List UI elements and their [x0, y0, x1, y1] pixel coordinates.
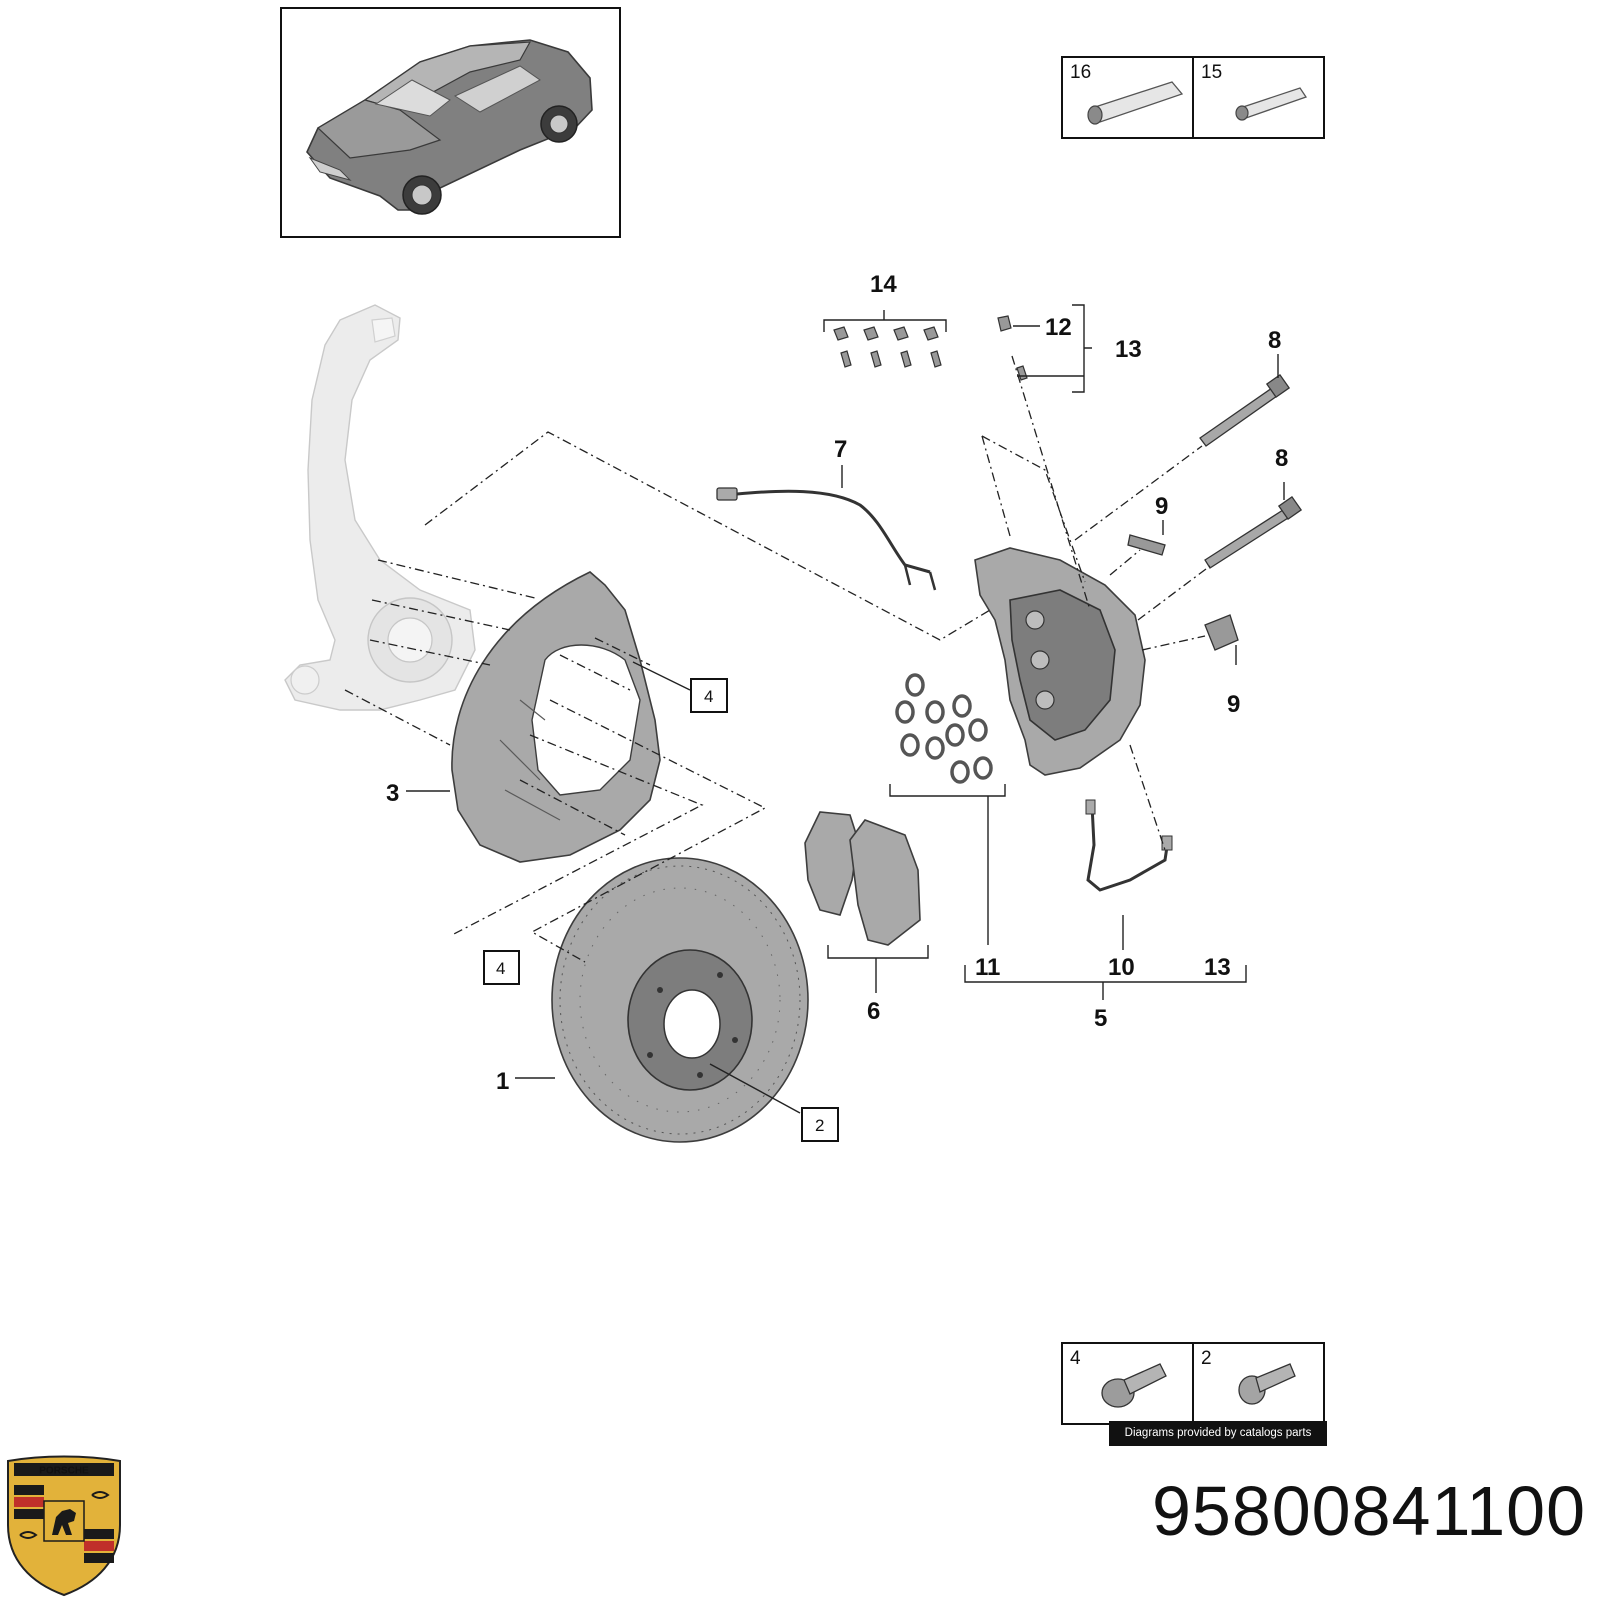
inset-number-4: 4 — [1070, 1348, 1081, 1369]
brake-disc — [551, 857, 809, 1143]
callout-labels: 3 1 7 14 12 13 8 8 9 9 6 11 10 13 5 — [386, 271, 1288, 1095]
callout-7: 7 — [834, 436, 847, 463]
diagram-credit-banner: Diagrams provided by catalogs parts — [1109, 1421, 1327, 1446]
grease-tube-large-icon — [1087, 81, 1184, 125]
consumables-inset: 16 15 — [1061, 56, 1325, 139]
brake-hose — [1085, 799, 1173, 892]
callout-5: 5 — [1094, 1005, 1107, 1032]
brake-pads — [804, 811, 921, 946]
callout-9-top: 9 — [1155, 493, 1168, 520]
caliper-bolts — [1199, 373, 1303, 569]
callout-13-bottom: 13 — [1204, 954, 1231, 981]
ref-box-2: 2 — [815, 1116, 824, 1135]
callout-6: 6 — [867, 998, 880, 1025]
steering-knuckle — [284, 304, 476, 711]
callout-8-bottom: 8 — [1275, 445, 1288, 472]
suv-illustration — [306, 39, 593, 215]
brake-caliper — [974, 547, 1146, 776]
inset-number-16: 16 — [1070, 62, 1091, 83]
leader-lines — [406, 304, 1285, 1114]
countersunk-bolt-icon — [1238, 1363, 1296, 1405]
callout-12: 12 — [1045, 314, 1072, 341]
part-number: 95800841100 — [1151, 1472, 1586, 1550]
brake-dust-shield — [451, 571, 661, 863]
ref-box-4-lower: 4 — [496, 959, 505, 978]
assembly-lines — [344, 355, 1211, 963]
callout-11: 11 — [975, 954, 1000, 981]
crest-wordmark: PORSCHE — [39, 1466, 89, 1477]
reference-boxes: 4 4 2 — [483, 678, 839, 1142]
retaining-clips — [1127, 534, 1239, 651]
grease-tube-small-icon — [1235, 87, 1308, 121]
vehicle-inset — [280, 7, 621, 238]
callout-9-bottom: 9 — [1227, 691, 1240, 718]
pad-wear-sensor — [716, 487, 937, 591]
callout-13-top: 13 — [1115, 336, 1142, 363]
porsche-crest-logo: PORSCHE — [7, 1455, 121, 1597]
callout-8-top: 8 — [1268, 327, 1281, 354]
fastener-set — [833, 326, 942, 368]
piston-seals — [895, 673, 993, 784]
inset-number-2: 2 — [1201, 1348, 1212, 1369]
ref-box-4-upper: 4 — [704, 687, 713, 706]
flange-bolt-icon — [1101, 1363, 1167, 1408]
callout-10: 10 — [1108, 954, 1135, 981]
fasteners-inset: 4 2 — [1061, 1342, 1325, 1425]
callout-3: 3 — [386, 780, 399, 807]
inset-number-15: 15 — [1201, 62, 1222, 83]
callout-1: 1 — [496, 1068, 509, 1095]
callout-14: 14 — [870, 271, 897, 298]
